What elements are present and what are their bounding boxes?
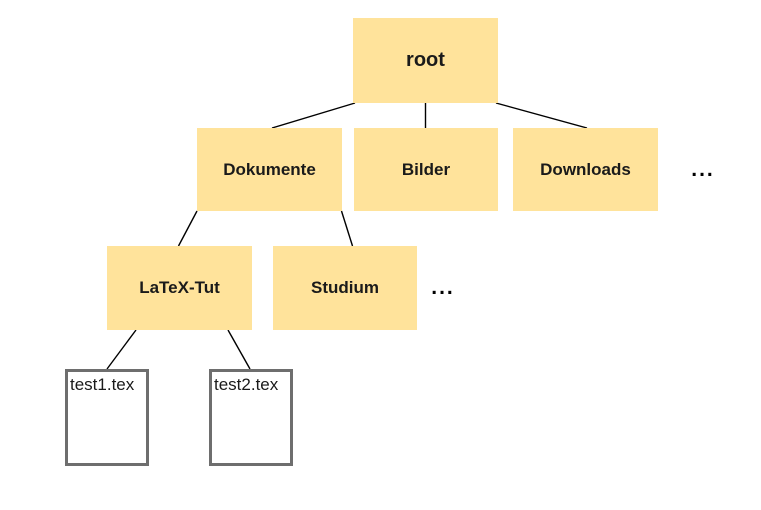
node-dokumente: Dokumente [197, 128, 342, 211]
node-dokumente-label: Dokumente [223, 159, 316, 179]
node-bilder-label: Bilder [401, 159, 451, 179]
edge-latextut-test1 [106, 329, 137, 370]
node-file-test1-label: test1.tex [70, 375, 135, 394]
edge-dokumente-studium [340, 210, 354, 247]
node-latex-tut-label: LaTeX-Tut [139, 278, 220, 297]
node-downloads-label: Downloads [540, 159, 631, 179]
node-bilder: Bilder [354, 128, 498, 211]
edge-root-dokumente [271, 102, 356, 129]
edge-root-downloads [495, 102, 588, 129]
level2-ellipsis-label: ... [431, 276, 455, 299]
edge-dokumente-latextut [177, 210, 198, 247]
node-root-label: root [406, 49, 445, 71]
level1-ellipsis: ... [688, 128, 718, 211]
level1-ellipsis-label: ... [691, 157, 715, 181]
node-file-test1: test1.tex [65, 369, 149, 466]
node-root: root [353, 18, 498, 103]
node-file-test2: test2.tex [209, 369, 293, 466]
node-latex-tut: LaTeX-Tut [107, 246, 252, 330]
node-studium: Studium [273, 246, 417, 330]
edge-latextut-test2 [227, 329, 251, 370]
level2-ellipsis: ... [428, 246, 458, 330]
node-downloads: Downloads [513, 128, 658, 211]
node-file-test2-label: test2.tex [214, 375, 279, 394]
node-studium-label: Studium [311, 278, 379, 297]
